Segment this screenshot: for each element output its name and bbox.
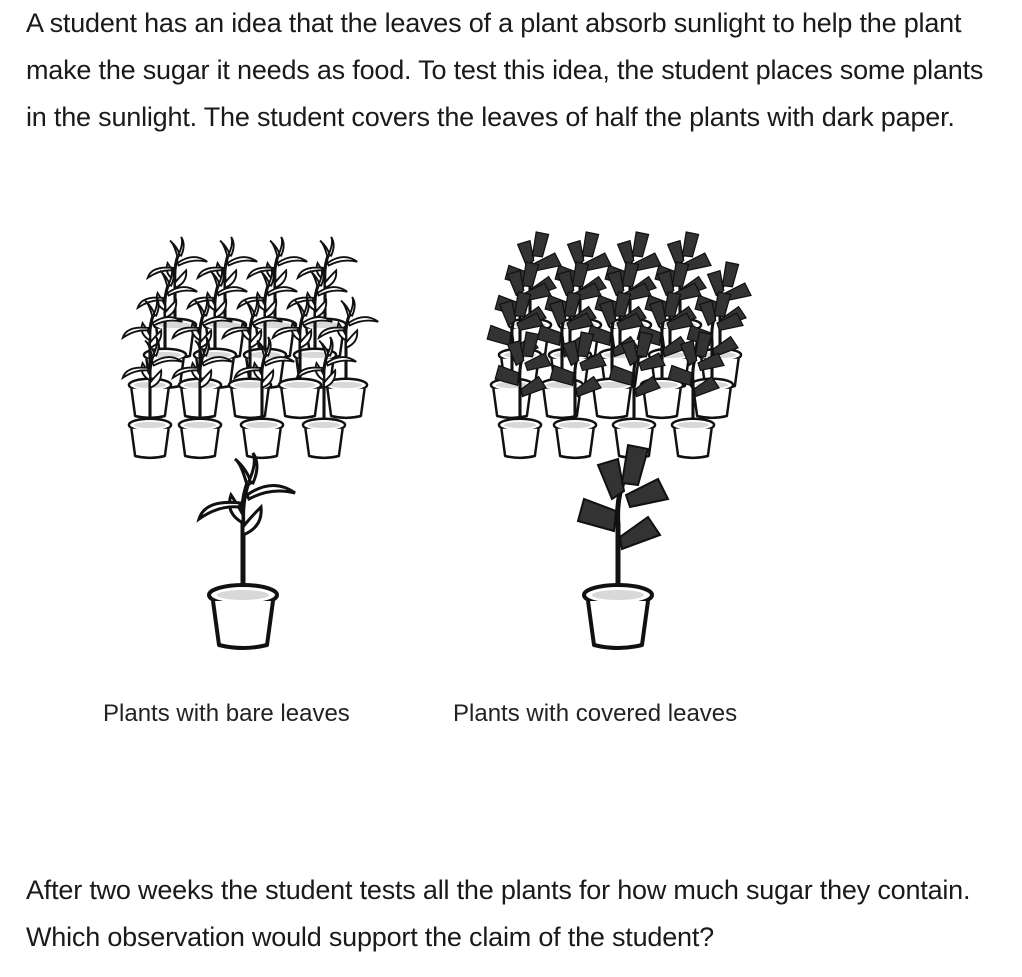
plant-groups-svg [0, 215, 1022, 695]
question-intro-text: A student has an idea that the leaves of… [26, 8, 984, 132]
potted-plant-bare-leaves-icon [199, 453, 295, 648]
caption-bare-leaves: Plants with bare leaves [103, 700, 350, 727]
question-followup-text: After two weeks the student tests all th… [26, 875, 971, 952]
caption-covered-leaves: Plants with covered leaves [453, 700, 738, 727]
covered-leaves-group [487, 232, 751, 648]
potted-plant-covered-leaves-icon [578, 445, 668, 648]
bare-leaves-group [123, 237, 379, 648]
experiment-illustration [0, 215, 1022, 695]
